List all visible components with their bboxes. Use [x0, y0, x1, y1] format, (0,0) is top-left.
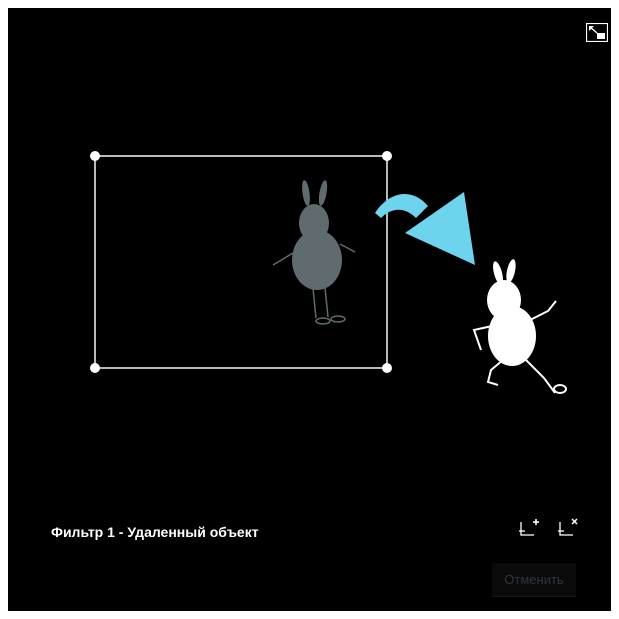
- remove-point-button[interactable]: [555, 516, 581, 542]
- move-arrow: [375, 192, 475, 265]
- selection-box[interactable]: [90, 151, 392, 373]
- selection-handle-top-left[interactable]: [90, 151, 100, 161]
- add-point-icon: [516, 516, 542, 542]
- remove-point-icon: [555, 516, 581, 542]
- selection-handle-bottom-left[interactable]: [90, 363, 100, 373]
- cancel-button[interactable]: Отменить: [492, 563, 576, 597]
- selection-handle-top-right[interactable]: [382, 151, 392, 161]
- add-point-button[interactable]: [516, 516, 542, 542]
- moved-object-figure: [474, 258, 566, 393]
- viewer-canvas: Фильтр 1 - Удаленный объект Отменить: [8, 8, 611, 611]
- filter-title: Фильтр 1 - Удаленный объект: [51, 524, 259, 540]
- removed-object-figure: [273, 180, 355, 324]
- selection-handle-bottom-right[interactable]: [382, 363, 392, 373]
